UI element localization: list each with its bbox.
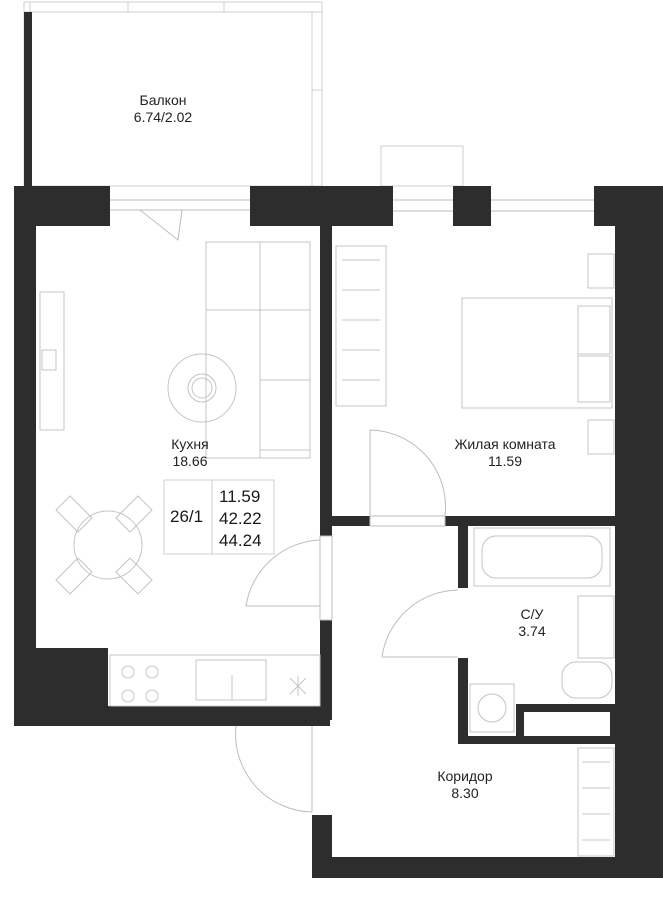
living-room-name: Жилая комната bbox=[454, 436, 556, 452]
kitchen-label: Кухня 18.66 bbox=[130, 436, 250, 470]
balcony-outline bbox=[23, 1, 464, 187]
unit-number: 26/1 bbox=[170, 507, 204, 526]
living-area-value: 11.59 bbox=[219, 487, 261, 506]
bathroom-name: С/У bbox=[520, 606, 544, 622]
walls bbox=[14, 12, 663, 878]
kitchen-name: Кухня bbox=[171, 436, 209, 452]
corridor-name: Коридор bbox=[437, 768, 493, 784]
balcony-name: Балкон bbox=[139, 92, 187, 108]
bathroom-area: 3.74 bbox=[518, 623, 546, 639]
kitchen-area: 18.66 bbox=[172, 453, 208, 469]
corridor-label: Коридор 8.30 bbox=[420, 768, 510, 802]
kitchen-furniture bbox=[39, 241, 321, 707]
balcony-label: Балкон 6.74/2.02 bbox=[98, 92, 228, 126]
usable-area-value: 42.22 bbox=[219, 509, 262, 528]
windows bbox=[15, 199, 594, 700]
balcony-area: 6.74/2.02 bbox=[133, 109, 193, 125]
summary-box bbox=[163, 479, 275, 555]
bedroom-furniture bbox=[335, 245, 615, 455]
corridor-area: 8.30 bbox=[451, 785, 479, 801]
doors bbox=[139, 209, 459, 813]
bathroom-label: С/У 3.74 bbox=[492, 606, 572, 640]
living-room-label: Жилая комната 11.59 bbox=[430, 436, 580, 470]
living-room-area: 11.59 bbox=[488, 453, 522, 469]
total-area-value: 44.24 bbox=[219, 531, 262, 550]
bathroom-fixtures bbox=[469, 527, 615, 857]
